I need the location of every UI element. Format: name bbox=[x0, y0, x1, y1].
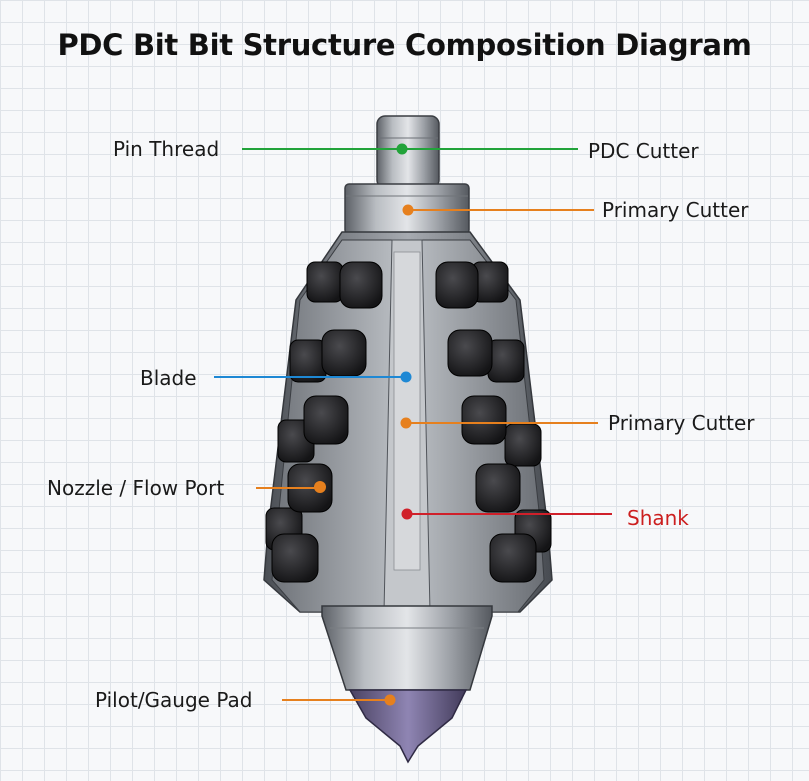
label-shank: Shank bbox=[627, 506, 689, 530]
label-pin-thread: Pin Thread bbox=[113, 137, 220, 161]
leader-primary-cutter-mid bbox=[400, 417, 598, 429]
cutters-back bbox=[265, 261, 552, 553]
label-blade: Blade bbox=[140, 366, 197, 390]
leader-pilot-gauge-pad bbox=[282, 694, 396, 706]
leader-blade bbox=[214, 371, 412, 383]
label-nozzle-flow-port: Nozzle / Flow Port bbox=[47, 476, 225, 500]
label-primary-cutter-top: Primary Cutter bbox=[602, 198, 749, 222]
leader-shank bbox=[401, 508, 612, 520]
pin bbox=[376, 115, 440, 189]
label-primary-cutter-mid: Primary Cutter bbox=[608, 411, 755, 435]
lower-neck bbox=[321, 605, 493, 691]
label-pilot-gauge-pad: Pilot/Gauge Pad bbox=[95, 688, 253, 712]
cutters-front bbox=[271, 261, 537, 583]
leader-primary-cutter-top bbox=[402, 204, 594, 216]
label-pdc-cutter: PDC Cutter bbox=[588, 139, 699, 163]
leader-nozzle-flow-port bbox=[256, 481, 326, 493]
diagram-title: PDC Bit Bit Structure Composition Diagra… bbox=[57, 28, 752, 62]
pilot-tip bbox=[348, 689, 468, 764]
